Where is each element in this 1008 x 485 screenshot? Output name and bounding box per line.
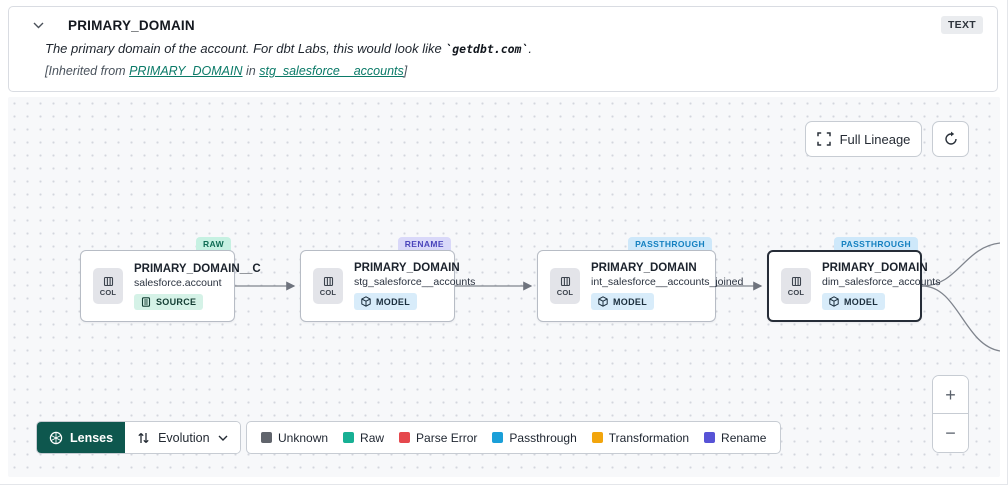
node-subtitle: dim_salesforce_accounts bbox=[822, 276, 941, 288]
node-resource-badge: MODEL bbox=[591, 293, 654, 310]
evolution-legend: Unknown Raw Parse Error Passthrough Tran… bbox=[246, 421, 782, 454]
chevron-down-icon bbox=[218, 435, 228, 441]
zoom-out-button[interactable]: − bbox=[933, 414, 968, 452]
lens-selector[interactable]: Evolution bbox=[125, 422, 240, 453]
legend-swatch bbox=[261, 432, 272, 443]
inherited-column-link[interactable]: PRIMARY_DOMAIN bbox=[129, 64, 243, 78]
legend-label: Unknown bbox=[278, 430, 329, 445]
node-subtitle: stg_salesforce__accounts bbox=[354, 276, 476, 288]
node-title: PRIMARY_DOMAIN bbox=[822, 262, 928, 274]
legend-swatch bbox=[399, 432, 411, 443]
column-description: The primary domain of the account. For d… bbox=[45, 41, 533, 56]
columns-icon bbox=[791, 276, 801, 286]
col-chip-label: COL bbox=[99, 287, 117, 297]
legend-item-rename: Rename bbox=[704, 431, 766, 445]
node-resource-badge: MODEL bbox=[822, 293, 885, 310]
lens-aperture-icon bbox=[49, 431, 63, 444]
lenses-button[interactable]: Lenses bbox=[37, 422, 126, 453]
full-lineage-label: Full Lineage bbox=[839, 131, 911, 147]
lineage-node-intermediate[interactable]: PASSTHROUGH COL PRIMARY_DOMAIN int_sales… bbox=[537, 237, 743, 322]
columns-icon bbox=[323, 276, 333, 286]
legend-label: Rename bbox=[721, 430, 767, 445]
col-chip-label: COL bbox=[319, 287, 337, 297]
node-title: PRIMARY_DOMAIN__C bbox=[134, 262, 261, 275]
lineage-node-dim-selected[interactable]: PASSTHROUGH COL PRIMARY_DOMAIN dim_sales… bbox=[767, 237, 940, 322]
lens-control-group: Lenses Evolution bbox=[36, 421, 241, 454]
col-chip-label: COL bbox=[556, 287, 574, 297]
columns-icon bbox=[560, 276, 570, 286]
legend-swatch bbox=[704, 432, 716, 443]
column-title: PRIMARY_DOMAIN bbox=[68, 17, 195, 33]
collapse-chevron-icon[interactable] bbox=[31, 20, 46, 31]
legend-swatch bbox=[492, 432, 504, 443]
zoom-in-button[interactable]: + bbox=[933, 376, 968, 414]
legend-label: Passthrough bbox=[509, 430, 577, 445]
column-chip: COL bbox=[93, 268, 123, 304]
column-details-card: PRIMARY_DOMAIN TEXT The primary domain o… bbox=[8, 6, 998, 92]
model-icon bbox=[829, 296, 839, 307]
legend-item-passthrough: Passthrough bbox=[492, 430, 577, 445]
inherited-model-link[interactable]: stg_salesforce__accounts bbox=[259, 64, 404, 78]
column-chip: COL bbox=[550, 268, 580, 304]
node-resource-badge: MODEL bbox=[354, 293, 417, 310]
node-resource-badge: SOURCE bbox=[134, 293, 204, 310]
source-icon bbox=[141, 296, 151, 307]
column-chip: COL bbox=[313, 268, 343, 304]
model-icon bbox=[361, 296, 371, 307]
node-title: PRIMARY_DOMAIN bbox=[591, 262, 697, 274]
legend-item-raw: Raw bbox=[343, 431, 384, 445]
zoom-controls: + − bbox=[932, 375, 969, 453]
lineage-canvas[interactable]: Full Lineage RAW COL PRIMARY_DOMAIN__C s… bbox=[8, 97, 1000, 477]
lineage-node-source[interactable]: RAW COL PRIMARY_DOMAIN__C salesforce.acc… bbox=[80, 237, 261, 322]
lenses-label: Lenses bbox=[70, 430, 114, 445]
legend-item-parse-error: Parse Error bbox=[399, 431, 477, 445]
node-title: PRIMARY_DOMAIN bbox=[354, 262, 460, 274]
columns-icon bbox=[103, 276, 113, 286]
selected-lens-label: Evolution bbox=[158, 430, 210, 445]
lineage-node-staging[interactable]: RENAME COL PRIMARY_DOMAIN stg_salesforce… bbox=[300, 237, 475, 322]
legend-label: Parse Error bbox=[416, 430, 478, 445]
legend-item-unknown: Unknown bbox=[261, 431, 328, 445]
model-icon bbox=[598, 296, 608, 307]
legend-swatch bbox=[343, 432, 355, 443]
node-subtitle: int_salesforce__accounts_joined bbox=[591, 276, 744, 288]
inline-code: `getdbt.com` bbox=[445, 42, 529, 56]
expand-icon bbox=[816, 132, 831, 146]
legend-label: Raw bbox=[360, 430, 385, 445]
swap-vertical-icon bbox=[138, 432, 149, 443]
type-badge: TEXT bbox=[940, 16, 983, 34]
column-chip: COL bbox=[781, 268, 811, 304]
full-lineage-button[interactable]: Full Lineage bbox=[805, 121, 922, 157]
node-subtitle: salesforce.account bbox=[134, 276, 222, 289]
legend-label: Transformation bbox=[608, 430, 690, 445]
legend-swatch bbox=[591, 432, 603, 443]
refresh-icon bbox=[943, 131, 959, 147]
inherited-note: [Inherited from PRIMARY_DOMAIN in stg_sa… bbox=[45, 64, 408, 78]
legend-item-transformation: Transformation bbox=[591, 430, 690, 445]
lineage-edges bbox=[235, 242, 1000, 352]
col-chip-label: COL bbox=[787, 287, 805, 297]
refresh-button[interactable] bbox=[932, 121, 969, 157]
